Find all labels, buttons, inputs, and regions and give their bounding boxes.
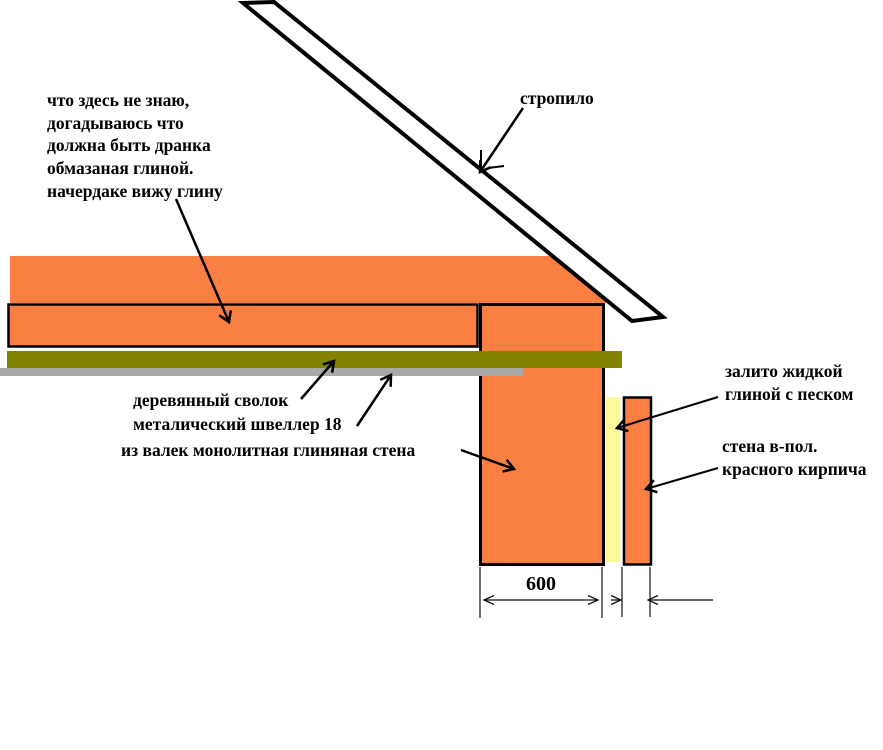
rafter-beam (237, 0, 668, 324)
note-line: начердаке вижу глину (47, 180, 223, 201)
sand-clay-joint (606, 397, 620, 562)
leader-arrow-steel-channel (355, 373, 393, 427)
poured-clay-label-line: залито жидкой (725, 361, 843, 381)
leader-arrow-clay-wall (460, 448, 517, 473)
leader-arrow-rafter (478, 107, 525, 174)
ceiling-panel (7, 303, 479, 348)
wood-beam-strip (7, 351, 622, 368)
brick-wall-label-line: красного кирпича (722, 458, 867, 479)
note-line: что здесь не знаю, (47, 90, 190, 110)
leader-arrow-wood-beam (300, 359, 336, 400)
leader-arrow-brick-wall (643, 467, 719, 494)
wood-beam-label: деревянный сволок (133, 390, 289, 410)
note-line: догадываюсь что (47, 112, 184, 133)
note-line: обмазаная глиной. (47, 158, 194, 179)
clay-wall-label: из валек монолитная глиняная стена (121, 440, 416, 460)
leader-arrow-note (174, 198, 233, 325)
ceiling-clay-layer (10, 256, 614, 303)
poured-clay-label-line: глиной с песком (725, 383, 854, 404)
poured-clay-label: залито жидкой глиной с песком (725, 360, 853, 405)
rafter-label: стропило (520, 88, 594, 108)
note-text-block: что здесь не знаю, догадываюсь что должн… (47, 89, 223, 203)
steel-channel-label: металический швеллер 18 (133, 414, 342, 434)
brick-wall-label: стена в-пол. красного кирпича (722, 435, 867, 480)
note-line: должна быть дранка (47, 135, 211, 156)
leader-arrow-rafter-tick-2 (487, 165, 505, 169)
steel-channel-strip (0, 368, 523, 376)
clay-wall-column (479, 303, 605, 566)
brick-wall-label-line: стена в-пол. (722, 436, 818, 456)
leader-arrow-poured-clay (614, 396, 719, 433)
dimension-600-text: 600 (526, 573, 556, 595)
